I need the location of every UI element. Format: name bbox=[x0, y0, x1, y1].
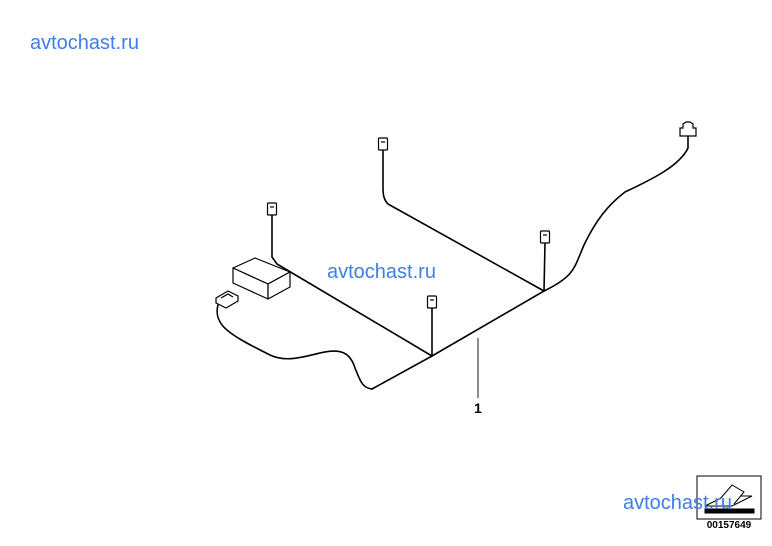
watermark-top-left: avtochast.ru bbox=[30, 32, 139, 54]
harness-right-small-branch bbox=[543, 242, 546, 292]
diagram-code-icon bbox=[696, 475, 762, 520]
harness-center-branch bbox=[382, 149, 545, 292]
connector-right-small bbox=[539, 230, 551, 244]
connector-top-right bbox=[679, 121, 697, 137]
harness-trunk bbox=[371, 290, 545, 390]
connector-top-center bbox=[377, 137, 389, 151]
harness-left-branch bbox=[271, 214, 433, 357]
harness-right-branch bbox=[543, 136, 689, 292]
watermark-bottom-right: avtochast.ru bbox=[623, 492, 732, 514]
part-number-label: 1 bbox=[474, 400, 482, 416]
connector-mid bbox=[426, 295, 438, 309]
diagram-code: 00157649 bbox=[706, 520, 752, 531]
control-module-box bbox=[232, 257, 291, 300]
watermark-center: avtochast.ru bbox=[327, 261, 436, 283]
connector-left-top bbox=[266, 202, 278, 216]
harness-left-cable bbox=[216, 304, 373, 390]
connector-left-plug bbox=[215, 290, 239, 309]
